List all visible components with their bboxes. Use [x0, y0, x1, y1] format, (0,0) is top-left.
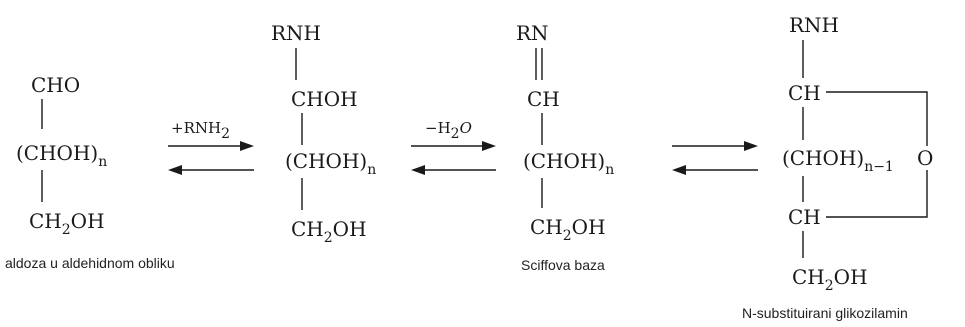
reaction-2-label: −H2O — [425, 119, 472, 142]
reaction-2-label-tail: O — [460, 119, 472, 137]
compound-glycosylamine: RNH CH (CHOH)n−1 O CH CH2OH N-substituir… — [742, 13, 933, 321]
aldose-cho: CHO — [31, 73, 80, 97]
aldose-ch2oh-ch: CH — [29, 209, 62, 233]
reaction-1-label: +RNH2 — [171, 119, 230, 142]
glyco-ch2oh-sub: 2 — [825, 278, 834, 294]
reverse-arrowhead-2 — [411, 165, 425, 175]
aldose-chohn-text: (CHOH) — [16, 141, 98, 165]
schiff-ch2oh-ch: CH — [530, 215, 563, 239]
adduct-chohn-sub: n — [367, 162, 376, 178]
glyco-ch-top: CH — [788, 81, 821, 105]
reaction-1-label-sub: 2 — [221, 126, 230, 142]
glyco-ring-bond-bottom — [826, 170, 928, 218]
reaction-2-label-text: −H — [425, 119, 451, 137]
glyco-chohn-text: (CHOH) — [782, 146, 864, 170]
glyco-chohn-sub: n−1 — [864, 159, 894, 175]
adduct-ch2oh-sub: 2 — [324, 230, 333, 246]
adduct-chohn-text: (CHOH) — [285, 149, 367, 173]
reverse-arrowhead-1 — [168, 165, 182, 175]
compound-amine-adduct: RNH CHOH (CHOH)n CH2OH — [271, 21, 376, 246]
schiff-chohn: (CHOH)n — [523, 149, 614, 178]
aldose-chohn-sub: n — [98, 154, 107, 170]
reaction-1-label-text: +RNH — [171, 119, 221, 137]
forward-arrowhead-2 — [482, 141, 496, 151]
adduct-choh: CHOH — [291, 87, 358, 111]
adduct-rnh: RNH — [271, 21, 321, 45]
glyco-ring-bond-top — [826, 91, 928, 146]
schiff-ch2oh-oh: OH — [572, 215, 606, 239]
adduct-ch2oh-oh: OH — [333, 217, 367, 241]
glyco-ch2oh: CH2OH — [792, 265, 868, 294]
reaction-2-label-sub: 2 — [451, 126, 460, 142]
glyco-ring-oxygen: O — [917, 146, 933, 170]
aldose-ch2oh-sub: 2 — [62, 222, 71, 238]
glyco-chohn: (CHOH)n−1 — [782, 146, 894, 175]
forward-arrowhead-1 — [240, 141, 254, 151]
glyco-ch2oh-ch: CH — [792, 265, 825, 289]
glyco-ch-bottom: CH — [788, 205, 821, 229]
schiff-rn: RN — [516, 21, 549, 45]
forward-arrowhead-3 — [744, 141, 758, 151]
schiff-chohn-text: (CHOH) — [523, 149, 605, 173]
reaction-2: −H2O — [411, 119, 496, 175]
glyco-caption: N-substituirani glikozilamin — [742, 305, 908, 321]
aldose-caption: aldoza u aldehidnom obliku — [5, 255, 175, 271]
schiff-ch2oh-sub: 2 — [563, 228, 572, 244]
schiff-ch2oh: CH2OH — [530, 215, 606, 244]
aldose-ch2oh: CH2OH — [29, 209, 105, 238]
aldose-ch2oh-oh: OH — [71, 209, 105, 233]
reaction-1: +RNH2 — [168, 119, 254, 175]
compound-schiff-base: RN CH (CHOH)n CH2OH Sciffova baza — [516, 21, 614, 273]
schiff-ch: CH — [527, 87, 560, 111]
schiff-caption: Sciffova baza — [521, 257, 605, 273]
adduct-ch2oh: CH2OH — [291, 217, 367, 246]
glyco-rnh: RNH — [789, 13, 839, 37]
compound-aldose: CHO (CHOH)n CH2OH aldoza u aldehidnom ob… — [5, 73, 175, 271]
reverse-arrowhead-3 — [672, 165, 686, 175]
schiff-chohn-sub: n — [605, 162, 614, 178]
aldose-chohn: (CHOH)n — [16, 141, 107, 170]
reaction-3 — [672, 141, 758, 175]
adduct-ch2oh-ch: CH — [291, 217, 324, 241]
adduct-chohn: (CHOH)n — [285, 149, 376, 178]
glyco-ch2oh-oh: OH — [834, 265, 868, 289]
